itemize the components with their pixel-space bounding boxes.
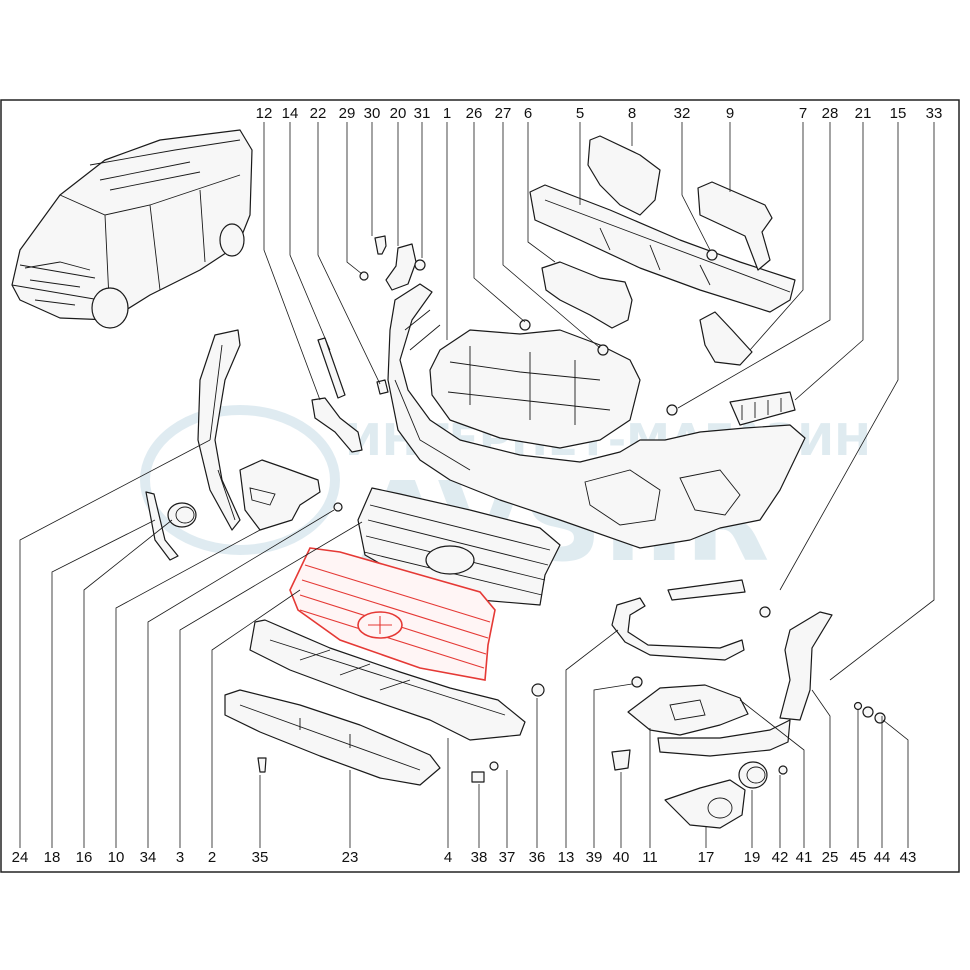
part-13-bumper-strip [611, 579, 746, 661]
part-43-nut [874, 712, 886, 724]
label-top-3: 29 [339, 105, 356, 122]
label-top-4: 30 [364, 105, 381, 122]
part-31-clip [414, 259, 426, 271]
label-top-5: 20 [390, 105, 407, 122]
label-bottom-14: 39 [586, 849, 603, 866]
part-27-clip [597, 344, 609, 356]
label-bottom-19: 42 [772, 849, 789, 866]
part-1-front-bumper [387, 283, 806, 549]
label-top-12: 8 [628, 105, 636, 122]
part-5-impact-beam [529, 184, 796, 313]
label-bottom-10: 38 [471, 849, 488, 866]
leader-lines [19, 122, 935, 848]
part-20-bracket [385, 243, 417, 291]
part-18-bracket [145, 491, 179, 561]
label-bottom-17: 17 [698, 849, 715, 866]
label-bottom-18: 19 [744, 849, 761, 866]
part-8-bracket [587, 135, 661, 216]
part-11-splash-shield-right [627, 684, 749, 736]
label-bottom-22: 45 [850, 849, 867, 866]
part-12-bracket [311, 397, 363, 453]
part-35-clip [257, 757, 267, 773]
part-21-guide [729, 391, 796, 426]
label-bottom-23: 44 [874, 849, 891, 866]
label-bottom-12: 36 [529, 849, 546, 866]
part-14-strip [317, 337, 346, 399]
label-top-11: 5 [576, 105, 584, 122]
part-30-bolt [374, 235, 387, 255]
label-bottom-1: 18 [44, 849, 61, 866]
label-bottom-8: 23 [342, 849, 359, 866]
label-bottom-6: 2 [208, 849, 216, 866]
part-40-clip [611, 749, 631, 771]
label-bottom-7: 35 [252, 849, 269, 866]
part-16-fog-lamp [167, 502, 197, 528]
label-top-17: 21 [855, 105, 872, 122]
bottom-number-labels: 24 18 16 10 34 3 2 35 23 4 38 37 36 13 3… [12, 849, 917, 866]
part-2-radiator-grille-highlighted [289, 547, 496, 681]
part-24-side-bracket [197, 329, 241, 531]
label-top-16: 28 [822, 105, 839, 122]
part-4-lower-grille [249, 619, 526, 741]
part-32-nut [706, 249, 718, 261]
label-top-9: 27 [495, 105, 512, 122]
label-bottom-3: 10 [108, 849, 125, 866]
label-top-6: 31 [414, 105, 431, 122]
part-19-fog-lamp [738, 761, 768, 789]
label-top-7: 1 [443, 105, 451, 122]
label-top-19: 33 [926, 105, 943, 122]
label-bottom-11: 37 [499, 849, 516, 866]
label-bottom-20: 41 [796, 849, 813, 866]
part-10-splash-shield [239, 459, 321, 531]
top-number-labels: 12 14 22 29 30 20 31 1 26 27 6 5 8 32 9 … [256, 105, 943, 122]
car-thumbnail [11, 129, 253, 329]
label-bottom-5: 3 [176, 849, 184, 866]
label-top-15: 7 [799, 105, 807, 122]
part-38-nut [471, 771, 485, 783]
label-top-10: 6 [524, 105, 532, 122]
label-top-2: 22 [310, 105, 327, 122]
label-bottom-15: 40 [613, 849, 630, 866]
part-28-clip [666, 404, 678, 416]
label-bottom-4: 34 [140, 849, 157, 866]
label-top-14: 9 [726, 105, 734, 122]
part-41-side-strip [657, 719, 791, 757]
part-37-screw [489, 761, 499, 771]
part-34-clip [333, 502, 343, 512]
part-36-clip [531, 683, 545, 697]
label-top-0: 12 [256, 105, 273, 122]
label-top-8: 26 [466, 105, 483, 122]
part-23-lower-shield [224, 689, 441, 786]
part-6-upper-bracket [541, 261, 633, 329]
part-9-bracket [697, 181, 773, 271]
part-39-clip [631, 676, 643, 688]
part-44-nut [862, 706, 874, 718]
label-top-1: 14 [282, 105, 299, 122]
label-top-18: 15 [890, 105, 907, 122]
label-bottom-21: 25 [822, 849, 839, 866]
label-bottom-0: 24 [12, 849, 29, 866]
label-bottom-2: 16 [76, 849, 93, 866]
part-45-washer [853, 701, 863, 711]
part-42-screw [778, 765, 788, 775]
part-33-clip [759, 606, 771, 618]
part-7-bracket [699, 311, 753, 366]
label-bottom-9: 4 [444, 849, 452, 866]
label-top-13: 32 [674, 105, 691, 122]
part-25-side-bracket [779, 611, 833, 721]
label-bottom-24: 43 [900, 849, 917, 866]
part-17-fog-lamp-frame [664, 779, 746, 829]
label-bottom-13: 13 [558, 849, 575, 866]
label-bottom-16: 11 [642, 849, 658, 866]
part-26-clip [519, 319, 531, 331]
